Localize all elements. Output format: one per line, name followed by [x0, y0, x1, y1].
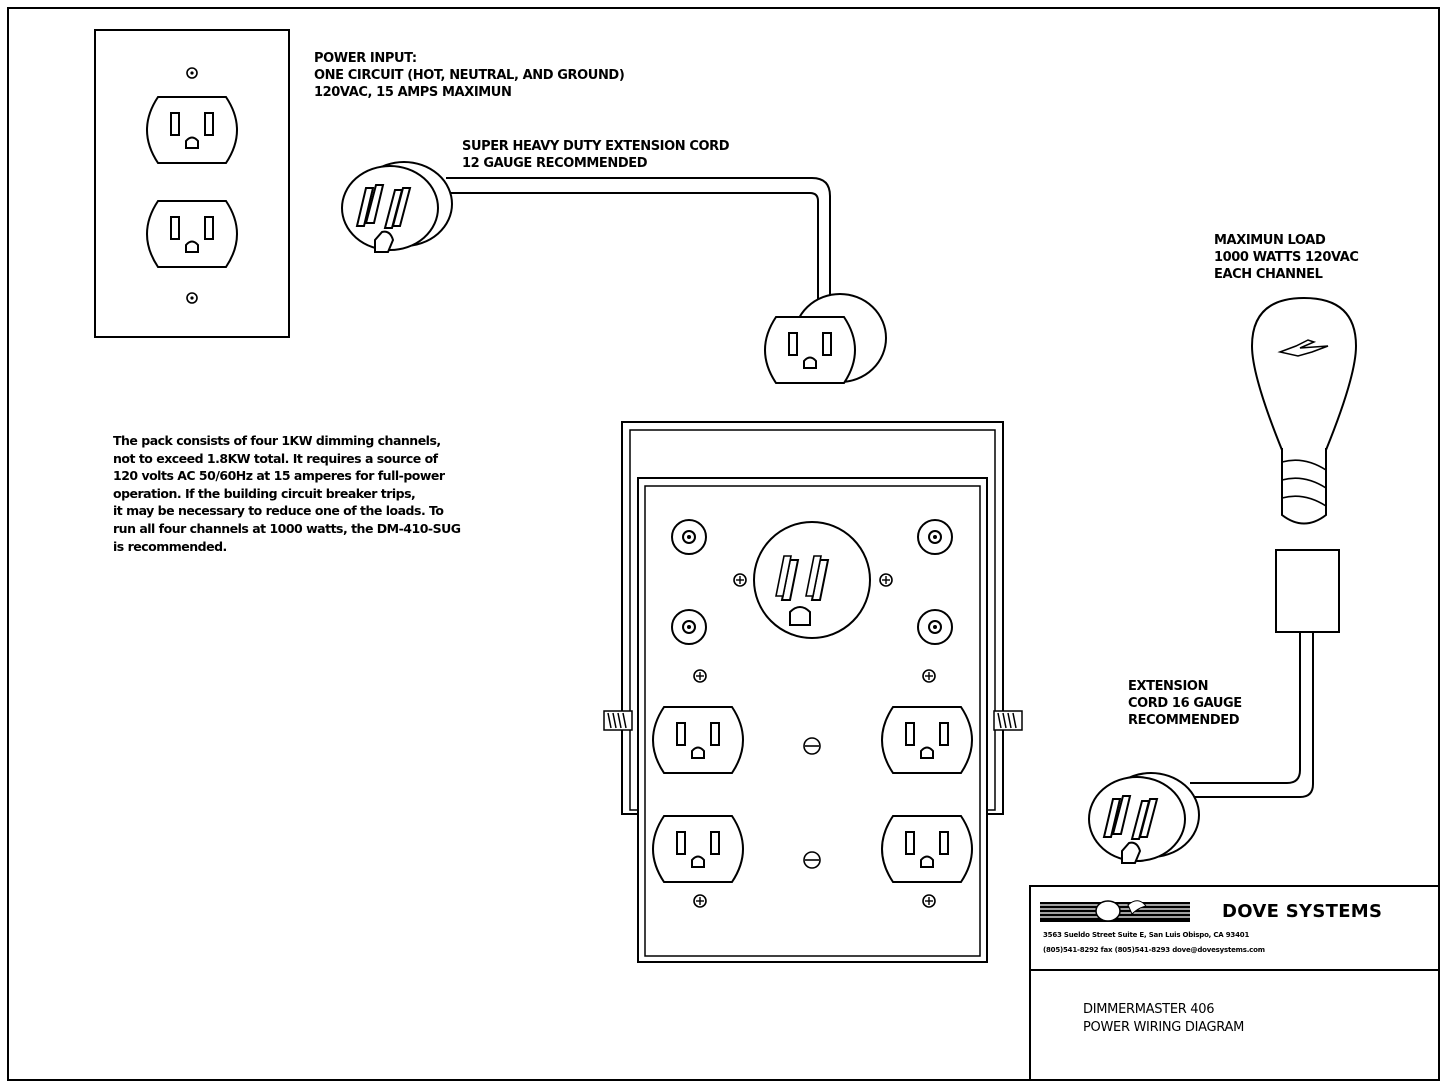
dimmer-pack: [603, 421, 1023, 963]
title-block: [1029, 885, 1440, 1081]
extension-16-label: EXTENSION CORD 16 GAUGE RECOMMENDED: [1128, 679, 1242, 728]
company-contact: (805)541-8292 fax (805)541-8293 dove@dov…: [1043, 946, 1265, 954]
light-bulb: [1250, 296, 1358, 633]
pack-description: The pack consists of four 1KW dimming ch…: [113, 433, 461, 554]
company-address: 3563 Sueldo Street Suite E, San Luis Obi…: [1043, 931, 1250, 939]
extension-cord-16: [1088, 632, 1314, 864]
extension-cord-12: [341, 161, 887, 384]
extension-cord-label: SUPER HEAVY DUTY EXTENSION CORD 12 GAUGE…: [462, 139, 730, 171]
wall-outlet: [94, 29, 290, 338]
drawing-border: [7, 7, 1440, 1081]
company-name: DOVE SYSTEMS: [1222, 901, 1383, 922]
dove-logo: [1040, 900, 1190, 922]
max-load-label: MAXIMUN LOAD 1000 WATTS 120VAC EACH CHAN…: [1214, 233, 1359, 282]
drawing-title: DIMMERMASTER 406 POWER WIRING DIAGRAM: [1083, 1002, 1244, 1035]
power-input-label: POWER INPUT: ONE CIRCUIT (HOT, NEUTRAL, …: [314, 51, 625, 100]
